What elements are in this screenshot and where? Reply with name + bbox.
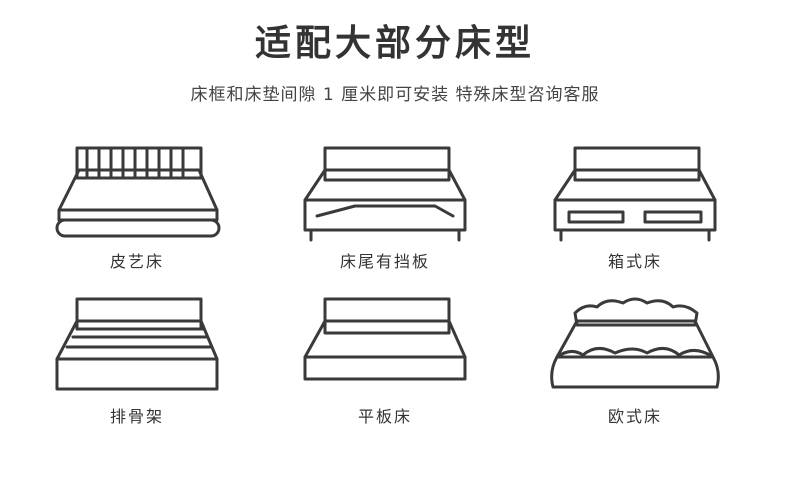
bed-type-label: 箱式床 [607,252,662,271]
bed-type-label: 欧式床 [607,407,662,426]
european-bed-icon [550,297,720,389]
bed-type-label: 皮艺床 [109,252,164,271]
bed-type-storage: 箱式床 [535,140,735,290]
bed-type-leather: 皮艺床 [37,140,237,290]
bed-type-label: 排骨架 [109,407,164,426]
slatted-frame-bed-icon [55,297,219,391]
leather-bed-icon [55,146,221,238]
footboard-bed-icon [303,146,467,242]
bed-type-platform: 平板床 [285,295,485,445]
page-title: 适配大部分床型 [254,23,535,64]
bed-type-label: 平板床 [357,407,412,426]
storage-box-bed-icon [553,146,717,242]
bed-type-label: 床尾有挡板 [339,252,430,271]
bed-type-european: 欧式床 [535,295,735,445]
bed-type-footboard: 床尾有挡板 [285,140,485,290]
bed-type-slatted: 排骨架 [37,295,237,445]
page-subtitle: 床框和床垫间隙 1 厘米即可安装 特殊床型咨询客服 [190,85,600,105]
platform-bed-icon [303,297,467,381]
